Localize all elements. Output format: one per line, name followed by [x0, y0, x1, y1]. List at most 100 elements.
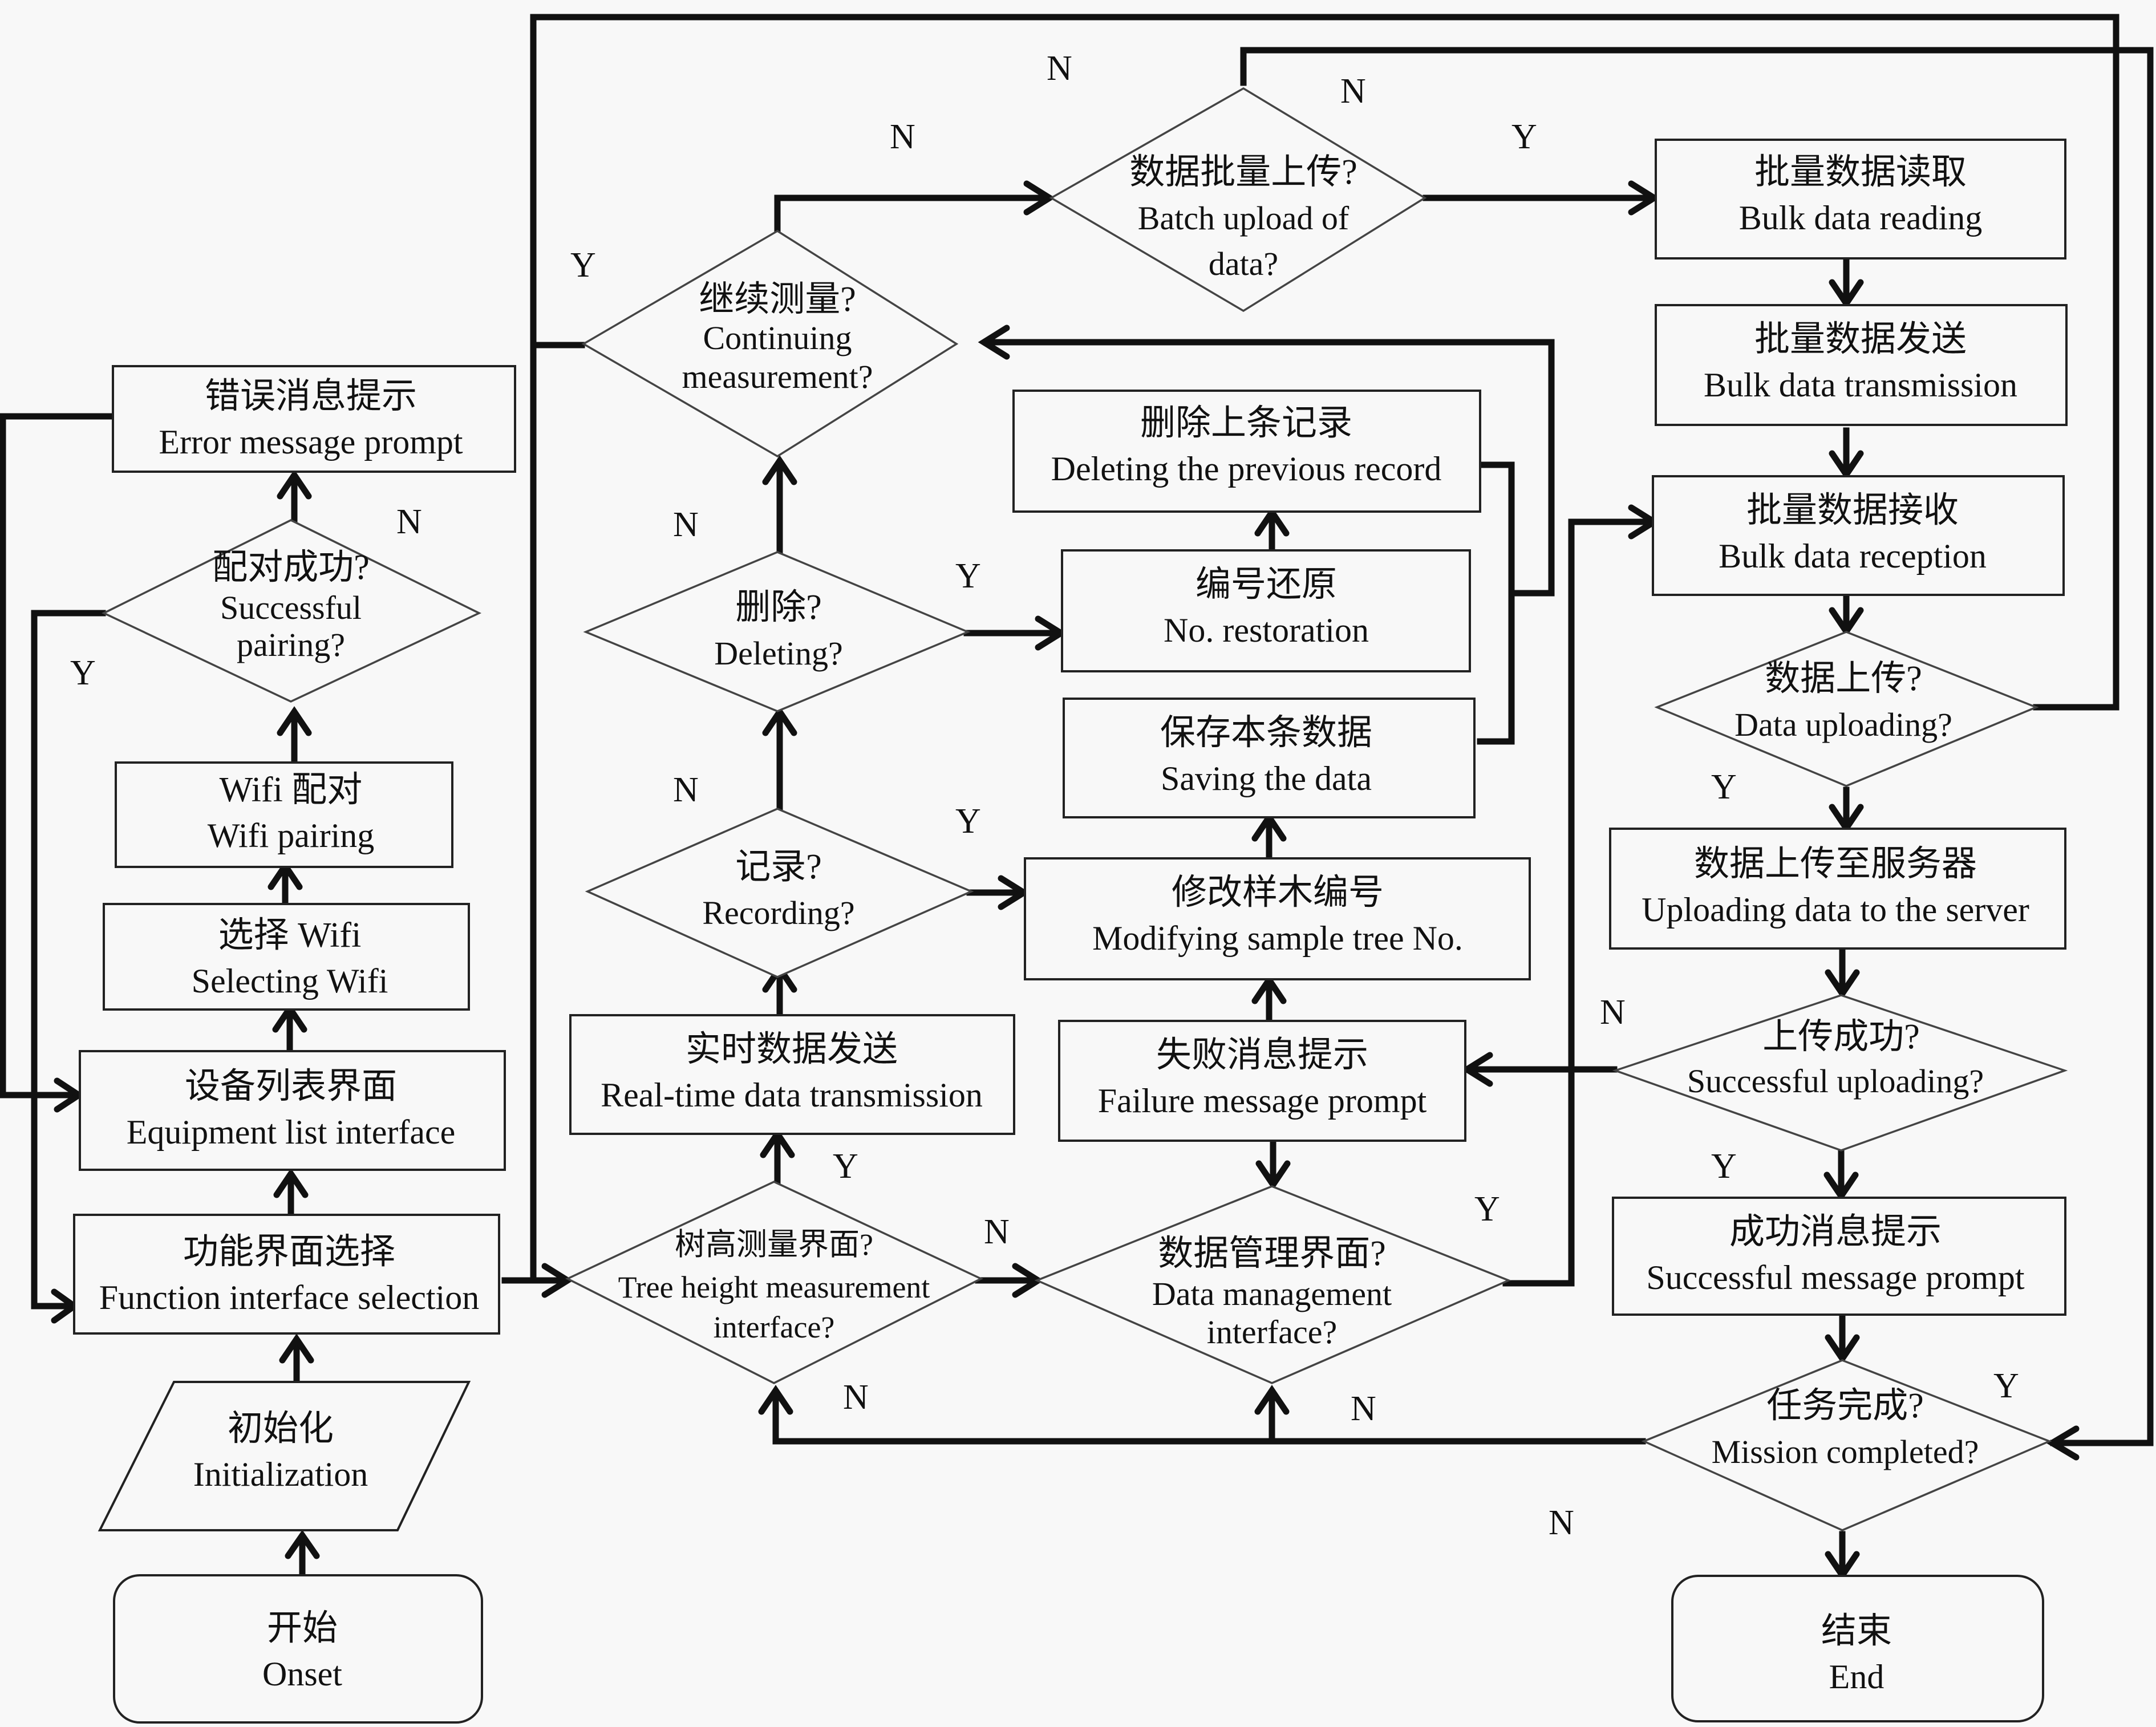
node-deleting[interactable]: 删除? Deleting? [583, 551, 971, 712]
node-bulk-data-reading[interactable]: 批量数据读取 Bulk data reading [1655, 139, 2066, 260]
arrow-head [277, 469, 312, 500]
edge-continue-meas-func-select [530, 14, 2119, 711]
branch-labels: N Y Y N N N Y N Y N Y Y N N Y N Y N Y Y … [70, 49, 2019, 1542]
node-initialization[interactable]: 初始化 Initialization [98, 1381, 471, 1531]
node-error-message-prompt[interactable]: 错误消息提示 Error message prompt [112, 365, 516, 473]
node-deleting-en: Deleting? [714, 635, 842, 672]
node-batch-upload-zh: 数据批量上传? [1129, 153, 1357, 192]
node-successful-pairing-zh: 配对成功? [212, 548, 370, 587]
node-successful-uploading-en: Successful uploading? [1687, 1063, 1984, 1100]
label-batch-upload-no: N [1340, 72, 1366, 111]
node-batch-upload-en1: Batch upload of [1138, 200, 1349, 237]
process-shape [1058, 1020, 1466, 1142]
node-no-restoration-zh: 编号还原 [1195, 565, 1337, 604]
arrow-head [1254, 1385, 1290, 1415]
label-recording-no: N [673, 771, 699, 809]
process-shape [1655, 139, 2066, 260]
node-data-management-interface[interactable]: 数据管理界面? Data management interface? [1034, 1185, 1511, 1384]
node-realtime-data-transmission-en: Real-time data transmission [601, 1076, 983, 1114]
node-selecting-wifi[interactable]: 选择 Wifi Selecting Wifi [103, 903, 470, 1011]
node-no-restoration[interactable]: 编号还原 No. restoration [1061, 549, 1471, 672]
node-tree-height-interface-en1: Tree height measurement [618, 1270, 930, 1304]
process-shape [569, 1014, 1015, 1135]
arrow-head [762, 455, 797, 485]
process-shape [1024, 857, 1531, 980]
node-wifi-pairing[interactable]: Wifi 配对 Wifi pairing [115, 761, 453, 868]
process-shape [1652, 475, 2065, 596]
node-wifi-pairing-zh: Wifi 配对 [220, 771, 363, 809]
node-tree-height-interface-en2: interface? [714, 1310, 835, 1344]
node-uploading-to-server[interactable]: 数据上传至服务器 Uploading data to the server [1609, 828, 2066, 950]
node-realtime-data-transmission[interactable]: 实时数据发送 Real-time data transmission [569, 1014, 1015, 1135]
node-modifying-sample-tree-no-zh: 修改样木编号 [1172, 873, 1384, 912]
node-tree-height-interface-zh: 树高测量界面? [675, 1227, 873, 1262]
node-function-interface-selection-zh: 功能界面选择 [183, 1233, 395, 1271]
label-upload-ok-yes: Y [1711, 1147, 1737, 1186]
node-selecting-wifi-zh: 选择 Wifi [218, 916, 362, 955]
node-initialization-zh: 初始化 [228, 1409, 334, 1448]
node-failure-message-prompt[interactable]: 失败消息提示 Failure message prompt [1058, 1020, 1466, 1142]
edge-delete-prev-merge [1477, 461, 1515, 745]
node-bulk-data-reception[interactable]: 批量数据接收 Bulk data reception [1652, 475, 2065, 596]
node-data-uploading-en: Data uploading? [1734, 706, 1952, 743]
arrow-head [1825, 969, 1860, 999]
decision-shape [583, 551, 971, 712]
node-deleting-previous-record[interactable]: 删除上条记录 Deleting the previous record [1012, 390, 1481, 513]
node-realtime-data-transmission-zh: 实时数据发送 [686, 1030, 898, 1069]
label-mission-done-no: N [1549, 1503, 1574, 1542]
node-deleting-previous-record-zh: 删除上条记录 [1140, 404, 1352, 443]
node-continuing-measurement-en1: Continuing [703, 319, 852, 356]
node-successful-pairing[interactable]: 配对成功? Successful pairing? [101, 519, 482, 703]
node-wifi-pairing-en: Wifi pairing [208, 817, 375, 854]
arrow-head [285, 1530, 320, 1559]
node-bulk-data-reading-zh: 批量数据读取 [1754, 153, 1967, 192]
process-shape [1612, 1197, 2066, 1316]
node-equipment-list-interface[interactable]: 设备列表界面 Equipment list interface [79, 1050, 506, 1171]
node-onset-en: Onset [262, 1655, 342, 1693]
arrow-head [1829, 450, 1864, 480]
node-function-interface-selection[interactable]: 功能界面选择 Function interface selection [73, 1214, 500, 1335]
arrow-head [1829, 279, 1864, 309]
node-data-management-interface-en2: interface? [1207, 1314, 1338, 1351]
label-data-upload-yes: Y [1711, 768, 1737, 806]
node-data-uploading[interactable]: 数据上传? Data uploading? [1654, 631, 2039, 787]
node-recording[interactable]: 记录? Recording? [585, 808, 974, 978]
decision-shape [585, 808, 974, 978]
label-continue-meas-no: N [890, 117, 915, 156]
node-successful-message-prompt[interactable]: 成功消息提示 Successful message prompt [1612, 1197, 2066, 1316]
edge-error-msg-equip-list [0, 413, 115, 1098]
node-continuing-measurement-en2: measurement? [682, 358, 873, 395]
edge-continue-meas-batch-upload [774, 194, 1050, 234]
node-bulk-data-transmission-zh: 批量数据发送 [1754, 320, 1967, 359]
node-saving-the-data[interactable]: 保存本条数据 Saving the data [1063, 698, 1476, 818]
node-mission-completed[interactable]: 任务完成? Mission completed? [1641, 1359, 2052, 1531]
node-successful-uploading[interactable]: 上传成功? Successful uploading? [1612, 994, 2068, 1152]
arrow-head [277, 706, 312, 736]
process-shape [1012, 390, 1481, 513]
label-top-no: N [1047, 49, 1072, 88]
node-initialization-en: Initialization [193, 1456, 368, 1493]
label-data-mgmt-yes: Y [1474, 1190, 1500, 1229]
node-bulk-data-reading-en: Bulk data reading [1739, 199, 1983, 237]
node-recording-en: Recording? [702, 894, 854, 931]
node-end[interactable]: 结束 End [1671, 1575, 2044, 1722]
node-tree-height-interface[interactable]: 树高测量界面? Tree height measurement interfac… [565, 1181, 984, 1384]
arrow-head [541, 1263, 574, 1298]
node-continuing-measurement[interactable]: 继续测量? Continuing measurement? [581, 229, 959, 458]
node-successful-pairing-en2: pairing? [237, 626, 345, 663]
terminal-shape [1671, 1575, 2044, 1722]
edge-merge-continue-meas [983, 339, 1555, 597]
edge-pair-ok-func-select [31, 610, 106, 1310]
node-no-restoration-en: No. restoration [1164, 611, 1369, 649]
process-shape [1063, 698, 1476, 818]
node-bulk-data-reception-en: Bulk data reception [1719, 537, 1987, 575]
node-bulk-data-transmission[interactable]: 批量数据发送 Bulk data transmission [1655, 304, 2068, 426]
node-modifying-sample-tree-no[interactable]: 修改样木编号 Modifying sample tree No. [1024, 857, 1531, 980]
label-upload-ok-no: N [1600, 993, 1626, 1032]
node-onset[interactable]: 开始 Onset [113, 1574, 483, 1724]
node-batch-upload[interactable]: 数据批量上传? Batch upload of data? [1049, 87, 1427, 313]
node-continuing-measurement-zh: 继续测量? [699, 280, 856, 319]
node-data-management-interface-en1: Data management [1152, 1275, 1392, 1312]
node-equipment-list-interface-en: Equipment list interface [127, 1113, 455, 1151]
